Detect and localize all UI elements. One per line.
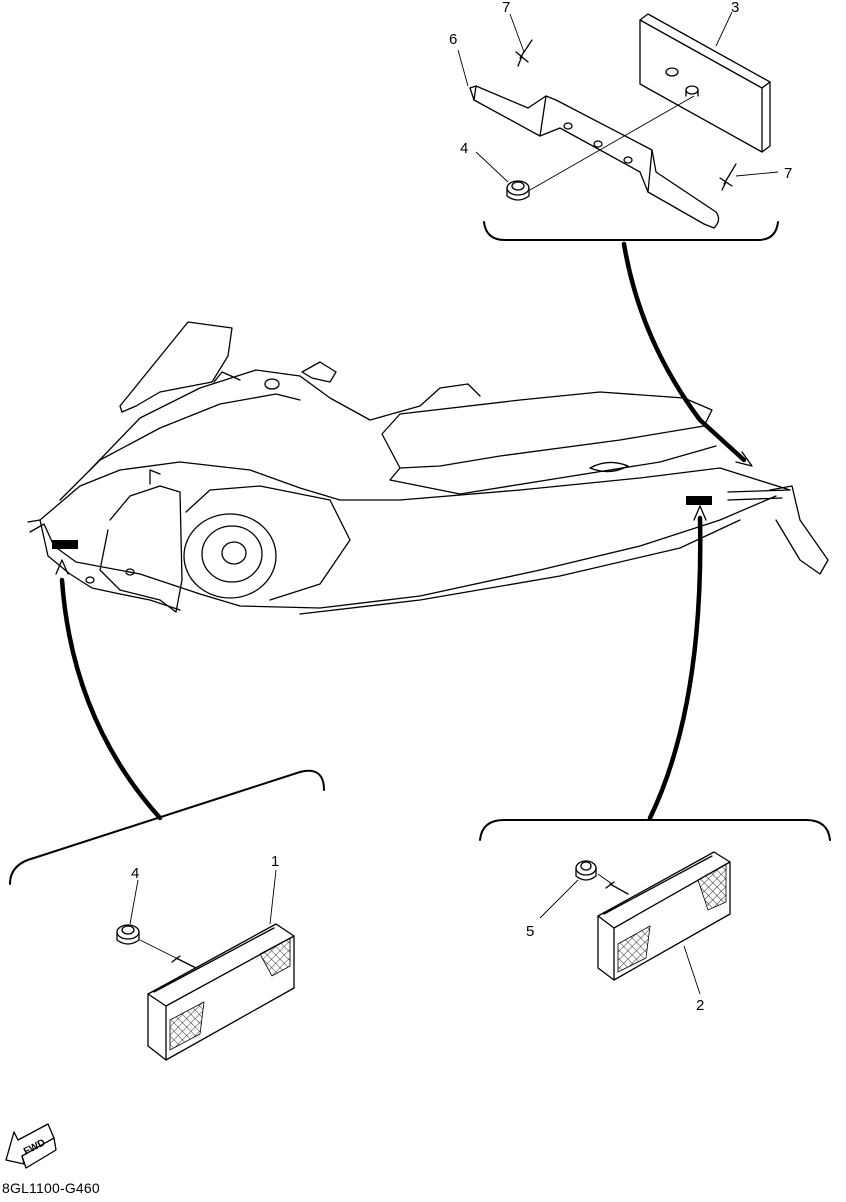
- arrow-to-plate: [621, 241, 747, 463]
- flange-nut-left: [116, 924, 140, 945]
- rivet-top-right: [719, 163, 737, 191]
- leader-4-top: [475, 151, 509, 183]
- reflector-2: [597, 851, 731, 981]
- callout-4-top: 4: [460, 140, 468, 157]
- fwd-arrow-icon: FWD: [5, 1123, 57, 1169]
- detail-frame-right: [479, 819, 831, 841]
- front-reflector-mark: [52, 540, 78, 549]
- leader-1: [269, 869, 277, 925]
- callout-2: 2: [696, 997, 704, 1014]
- callout-4-left: 4: [131, 865, 139, 882]
- seat: [381, 391, 713, 469]
- snowmobile-outline: [27, 321, 829, 615]
- leader-3: [715, 11, 733, 47]
- rear-reflector-mark: [686, 496, 712, 505]
- clutch-cover: [183, 485, 351, 601]
- detail-frame-top: [483, 221, 779, 241]
- callout-3: 3: [731, 0, 739, 16]
- leader-6: [457, 49, 469, 87]
- callout-1: 1: [271, 853, 279, 870]
- leader-2: [683, 945, 701, 995]
- plate-bracket-detail: 3 6 7 7 4: [449, 0, 792, 241]
- flange-nut-top: [506, 180, 530, 201]
- detail-frame-left: [9, 769, 325, 885]
- drawing-code: 8GL1100-G460: [2, 1180, 100, 1196]
- rivet-top-left: [515, 39, 533, 67]
- arrow-to-rear-reflector: [647, 515, 703, 821]
- snow-flap: [769, 485, 829, 575]
- leader-5: [539, 879, 579, 919]
- flange-nut-right: [575, 860, 597, 881]
- callout-7-right: 7: [784, 165, 792, 182]
- rear-reflector-detail: 5 2: [479, 819, 831, 1014]
- arrow-to-front-reflector: [59, 577, 163, 821]
- plate-bracket: [469, 85, 720, 229]
- callout-5: 5: [526, 923, 534, 940]
- leader-7-left: [509, 13, 525, 53]
- license-plate: [639, 13, 771, 153]
- leader-4-left: [129, 879, 139, 925]
- reflector-1: [147, 923, 295, 1061]
- callout-7-left: 7: [502, 0, 510, 16]
- windshield: [119, 321, 233, 413]
- leader-bolt: [529, 95, 695, 191]
- fwd-label: FWD: [22, 1137, 47, 1157]
- leader-7-right: [735, 171, 779, 177]
- front-reflector-detail: 1 4: [9, 769, 325, 1061]
- callout-6: 6: [449, 31, 457, 48]
